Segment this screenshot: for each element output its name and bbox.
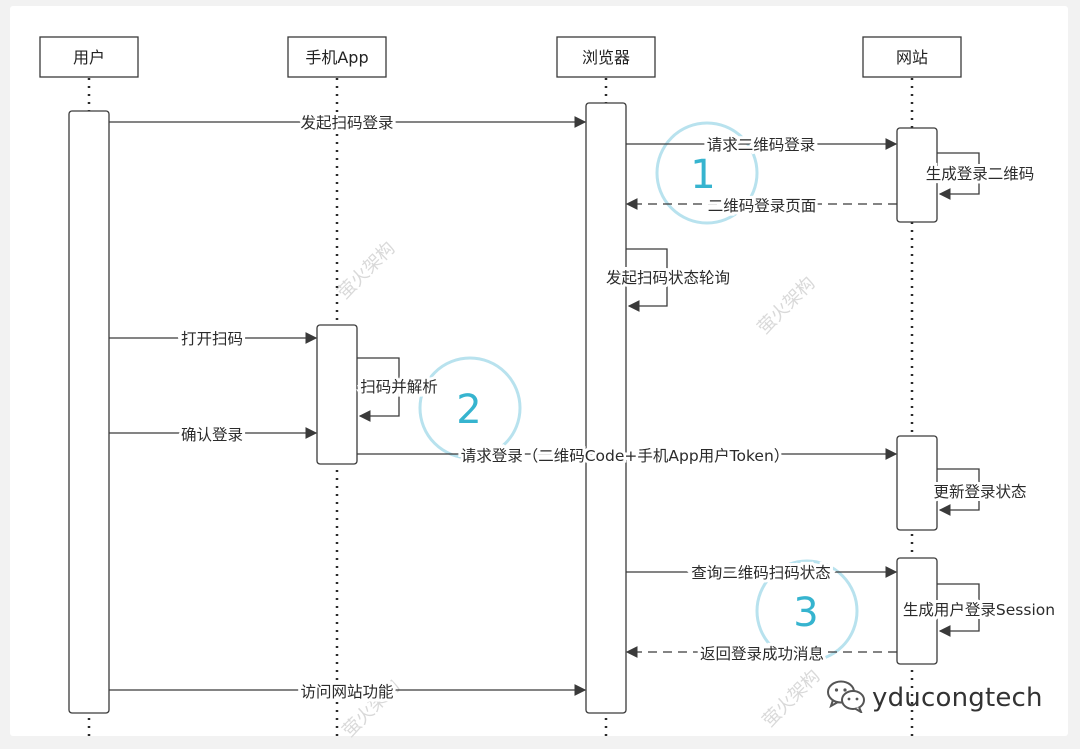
activation-user <box>68 110 110 714</box>
self-loop-site-1 <box>937 152 980 200</box>
label-m3: 生成登录二维码 <box>926 165 1035 183</box>
activations <box>68 102 938 714</box>
participant-site: 网站 <box>862 36 962 78</box>
self-loop-site-2 <box>937 468 980 516</box>
label-m9: 请求登录（二维码Code+手机App用户Token） <box>461 447 790 465</box>
label-m1: 发起扫码登录 <box>300 114 393 132</box>
participant-label: 手机App <box>305 48 368 67</box>
participant-label: 网站 <box>896 48 928 67</box>
participant-user: 用户 <box>39 36 139 78</box>
label-m5: 发起扫码状态轮询 <box>606 269 730 287</box>
label-m11: 查询二维码扫码状态 <box>691 564 831 582</box>
self-loops <box>357 152 980 637</box>
self-loop-app <box>357 357 400 422</box>
diagram-frame <box>10 6 1068 736</box>
watermarks: 萤火架构 萤火架构 萤火架构 萤火架构 <box>334 238 825 742</box>
step-3: 3 <box>755 559 859 663</box>
activation-browser <box>585 102 627 714</box>
participant-app: 手机App <box>287 36 387 78</box>
activation-site <box>896 435 938 531</box>
brand-text: yducongtech <box>872 683 1043 713</box>
label-m8: 确认登录 <box>181 426 243 444</box>
label-m13: 返回登录成功消息 <box>700 645 824 663</box>
label-m14: 访问网站功能 <box>300 683 393 701</box>
watermark: 萤火架构 <box>754 273 820 339</box>
label-m2: 请求二维码登录 <box>707 136 816 154</box>
activation-app <box>316 324 358 465</box>
participants: 用户 手机App 浏览器 网站 <box>39 36 962 78</box>
step-label: 3 <box>793 590 818 636</box>
watermark: 萤火架构 <box>759 666 825 732</box>
step-circles: 1 2 3 <box>418 121 859 663</box>
message-labels: 发起扫码登录 请求二维码登录 生成登录二维码 二维码登录页面 发起扫码状态轮询 … <box>178 111 1058 704</box>
self-loop-site-3 <box>937 583 980 637</box>
label-m10: 更新登录状态 <box>933 483 1026 501</box>
step-label: 1 <box>690 152 715 198</box>
step-2: 2 <box>418 356 522 460</box>
activation-site <box>896 557 938 665</box>
lifelines <box>87 78 914 736</box>
self-loop-browser <box>626 248 668 312</box>
watermark: 萤火架构 <box>334 238 400 304</box>
message-arrows <box>109 116 898 696</box>
participant-label: 用户 <box>73 48 105 67</box>
label-m6: 打开扫码 <box>181 330 243 348</box>
label-m4: 二维码登录页面 <box>708 197 817 215</box>
step-1: 1 <box>655 121 759 225</box>
brand-watermark: yducongtech <box>826 678 1043 718</box>
participant-label: 浏览器 <box>582 48 630 67</box>
step-label: 2 <box>456 387 481 433</box>
activation-site <box>896 127 938 223</box>
label-m12: 生成用户登录Session <box>903 601 1055 619</box>
participant-browser: 浏览器 <box>556 36 656 78</box>
wechat-icon <box>826 679 866 717</box>
label-m7: 扫码并解析 <box>360 378 438 396</box>
